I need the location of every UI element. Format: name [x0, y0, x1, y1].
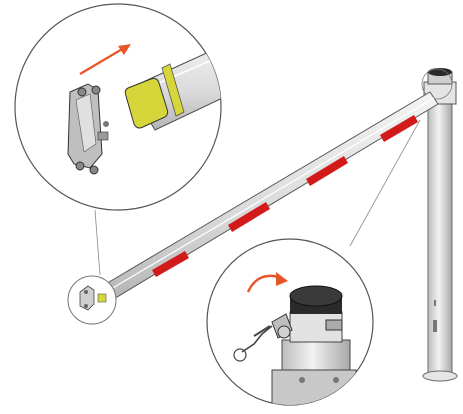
curved-arrow-icon [246, 272, 288, 293]
reflective-stripes [152, 115, 418, 277]
leader-line-top [94, 209, 101, 276]
detail-circle-post-top [206, 238, 374, 406]
straight-arrow-icon [79, 44, 131, 75]
boom-arm [99, 91, 439, 303]
detail-circle-end-cap [14, 3, 222, 211]
leader-line-bottom [349, 119, 421, 247]
barrier-post [421, 68, 458, 382]
mounting-bracket [67, 83, 109, 175]
detail-marker-end [67, 275, 117, 325]
